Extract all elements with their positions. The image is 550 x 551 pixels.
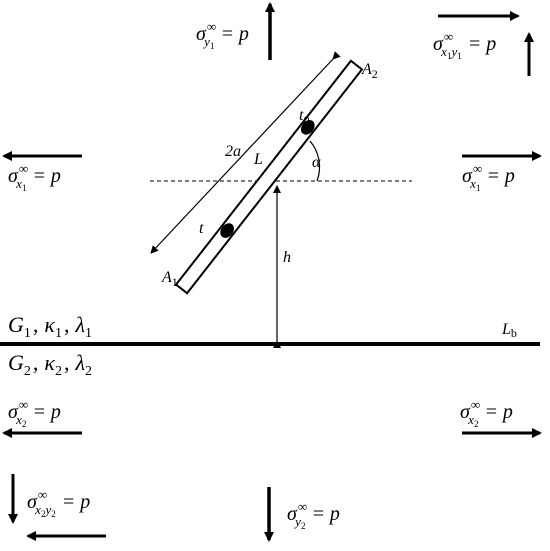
- alpha-angle-arc: [309, 140, 321, 182]
- material-upper: G1,κ1,λ1: [8, 312, 92, 341]
- material-lower: G2,κ2,λ2: [8, 350, 92, 379]
- label-A1: A1: [161, 269, 178, 289]
- label-A2: A2: [361, 61, 378, 81]
- stress-label-sxy1: σ∞x1y1= p: [433, 29, 496, 61]
- stress-label-sy2: σ∞y2= p: [287, 499, 340, 531]
- label-alpha: α: [312, 154, 321, 171]
- stress-label-sx1-left: σ∞x1= p: [8, 161, 61, 193]
- label-t0: t0: [299, 107, 309, 127]
- label-t: t: [199, 220, 204, 237]
- stress-label-sy1: σ∞y1= p: [196, 19, 249, 51]
- label-2a: 2a: [225, 143, 241, 160]
- stress-label-sx1-right: σ∞x1= p: [462, 161, 515, 193]
- stress-label-sx2-left: σ∞x2= p: [8, 397, 61, 429]
- label-L: L: [253, 151, 263, 168]
- interface-label: Lb: [501, 321, 517, 340]
- crack: [174, 59, 364, 295]
- stress-label-sx2-right: σ∞x2= p: [460, 397, 513, 429]
- length-2a-arrow: [150, 51, 341, 254]
- stress-label-sxy2: σ∞x2y2= p: [27, 487, 90, 519]
- label-h: h: [283, 249, 291, 266]
